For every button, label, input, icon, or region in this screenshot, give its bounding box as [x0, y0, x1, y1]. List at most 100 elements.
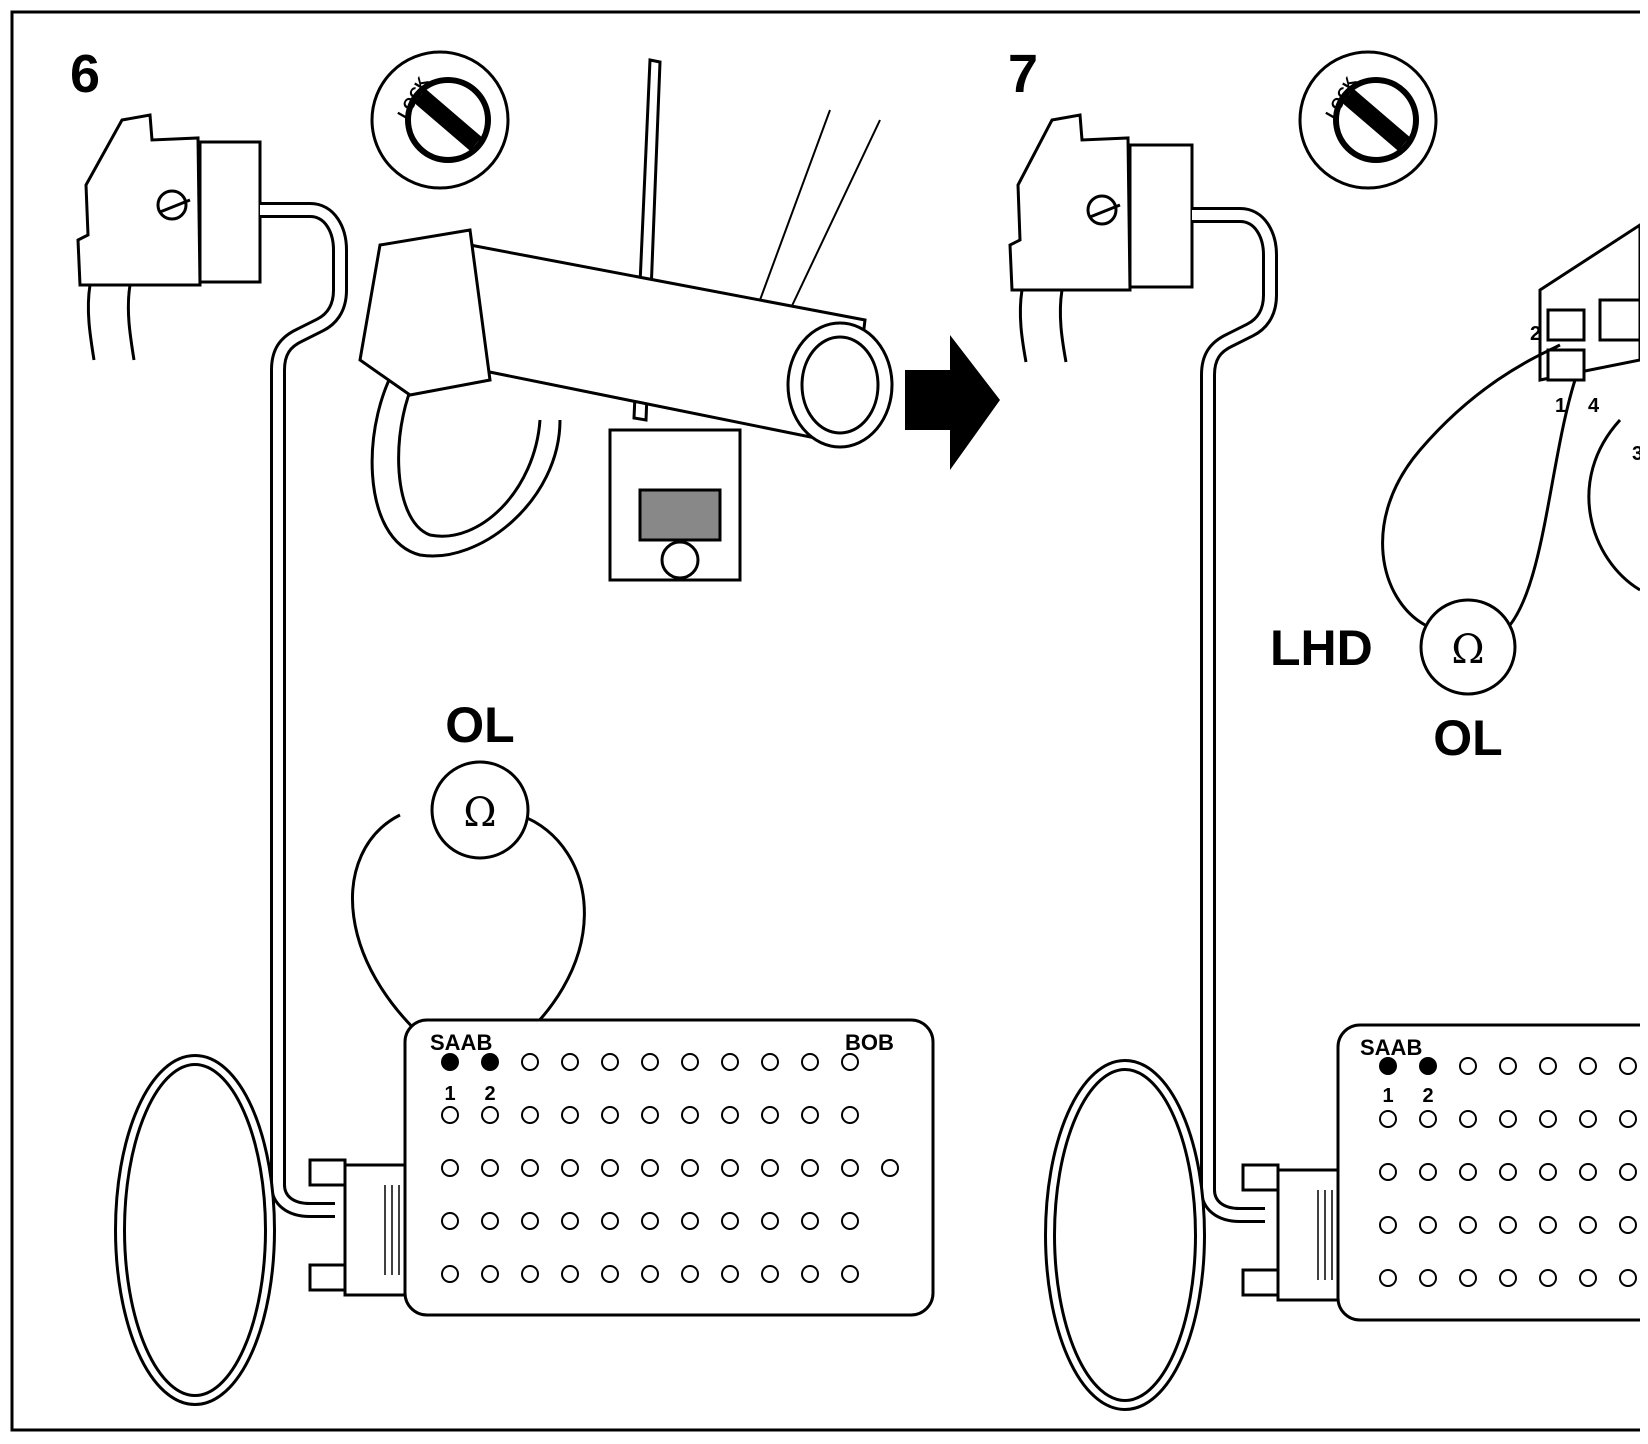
- connector-pin-3: 3: [1632, 443, 1643, 465]
- pin-hole: [721, 1265, 739, 1283]
- pin-hole: [1539, 1163, 1557, 1181]
- pin-hole: [1459, 1163, 1477, 1181]
- pin-hole: [1579, 1057, 1597, 1075]
- bob-pin-grid: [1379, 1057, 1637, 1287]
- hatch-line: [759, 109, 831, 301]
- steering-connector: [1008, 113, 1194, 363]
- pin-hole: [561, 1159, 579, 1177]
- pin-label-2: 2: [1422, 1085, 1433, 1107]
- pin-hole: [841, 1053, 859, 1071]
- pin-hole: [601, 1159, 619, 1177]
- variant-label: LHD: [1270, 620, 1373, 676]
- connector-pin-4: 4: [1588, 395, 1600, 417]
- pin-label-1: 1: [1382, 1085, 1393, 1107]
- pin-hole: [521, 1159, 539, 1177]
- pin-hole: [801, 1106, 819, 1124]
- pin-hole: [481, 1265, 499, 1283]
- ohmmeter-icon: Ω: [1381, 343, 1640, 696]
- pin-hole: [761, 1159, 779, 1177]
- pin-hole: [441, 1159, 459, 1177]
- ohmmeter-icon: Ω: [351, 760, 586, 1062]
- pin-hole: [1539, 1057, 1557, 1075]
- pin-hole: [1499, 1110, 1517, 1128]
- pin-hole: [1619, 1216, 1637, 1234]
- bob-plug: [343, 1163, 407, 1297]
- control-module-connector: [608, 428, 742, 582]
- pin-hole: [481, 1106, 499, 1124]
- pin-hole: [881, 1159, 899, 1177]
- cable-loop-inner: [1047, 1062, 1203, 1408]
- pin-hole: [841, 1159, 859, 1177]
- pin-hole: [801, 1212, 819, 1230]
- meter-reading: OL: [1433, 710, 1502, 766]
- pin-hole: [1379, 1110, 1397, 1128]
- pin-2-filled: [481, 1053, 499, 1071]
- harness-cable-inner: [260, 205, 345, 1215]
- step-number: 6: [70, 44, 100, 104]
- pin-hole: [761, 1053, 779, 1071]
- pin-hole: [441, 1106, 459, 1124]
- break-out-box: SAAB BOB 1 2: [308, 1018, 935, 1317]
- pin-hole: [561, 1053, 579, 1071]
- pin-hole: [1419, 1269, 1437, 1287]
- pin-hole: [601, 1106, 619, 1124]
- pin-hole: [1419, 1163, 1437, 1181]
- pin-hole: [1459, 1110, 1477, 1128]
- pin-hole: [521, 1053, 539, 1071]
- pin-hole: [1619, 1057, 1637, 1075]
- pin-hole: [1459, 1216, 1477, 1234]
- bob-plug: [1276, 1168, 1340, 1302]
- pin-hole: [1419, 1110, 1437, 1128]
- pin-label-2: 2: [484, 1083, 495, 1105]
- pin-hole: [1579, 1163, 1597, 1181]
- frame: [10, 10, 1640, 1432]
- pin-hole: [1499, 1163, 1517, 1181]
- bob-brand: SAAB: [1360, 1035, 1422, 1060]
- pin-1-filled: [1379, 1057, 1397, 1075]
- pin-1-filled: [441, 1053, 459, 1071]
- pin-hole: [641, 1265, 659, 1283]
- module-connector: [1538, 223, 1640, 382]
- pin-hole: [721, 1212, 739, 1230]
- pin-hole: [841, 1265, 859, 1283]
- step-number: 7: [1008, 44, 1038, 104]
- pin-hole: [1379, 1216, 1397, 1234]
- panel-step-6: 6 LOCK: [70, 44, 1000, 1406]
- pin-hole: [1539, 1269, 1557, 1287]
- clockspring-tool: [358, 228, 894, 558]
- pin-label-1: 1: [444, 1083, 455, 1105]
- steering-connector: [76, 113, 262, 361]
- pin-hole: [1619, 1269, 1637, 1287]
- pin-hole: [801, 1159, 819, 1177]
- bob-pin-grid: [441, 1053, 899, 1283]
- pin-hole: [721, 1159, 739, 1177]
- pin-hole: [1619, 1110, 1637, 1128]
- ignition-lock-icon: LOCK: [370, 50, 510, 190]
- connector-pin-1: 1: [1555, 395, 1566, 417]
- pin-hole: [641, 1159, 659, 1177]
- pin-hole: [681, 1053, 699, 1071]
- pin-hole: [561, 1265, 579, 1283]
- pin-hole: [481, 1212, 499, 1230]
- pin-hole: [1619, 1163, 1637, 1181]
- svg-text:Ω: Ω: [463, 790, 496, 836]
- pin-hole: [601, 1265, 619, 1283]
- pin-hole: [1539, 1216, 1557, 1234]
- pin-hole: [481, 1159, 499, 1177]
- pin-hole: [721, 1106, 739, 1124]
- pin-hole: [521, 1106, 539, 1124]
- pin-hole: [761, 1212, 779, 1230]
- pin-hole: [681, 1106, 699, 1124]
- pin-hole: [521, 1212, 539, 1230]
- meter-reading: OL: [445, 697, 514, 753]
- bob-name: BOB: [845, 1030, 894, 1055]
- pin-hole: [1379, 1269, 1397, 1287]
- pin-hole: [1579, 1216, 1597, 1234]
- pin-hole: [1499, 1269, 1517, 1287]
- cable-loop-inner: [117, 1057, 273, 1403]
- pin-hole: [1419, 1216, 1437, 1234]
- pin-hole: [801, 1265, 819, 1283]
- pin-hole: [1379, 1163, 1397, 1181]
- pin-hole: [641, 1053, 659, 1071]
